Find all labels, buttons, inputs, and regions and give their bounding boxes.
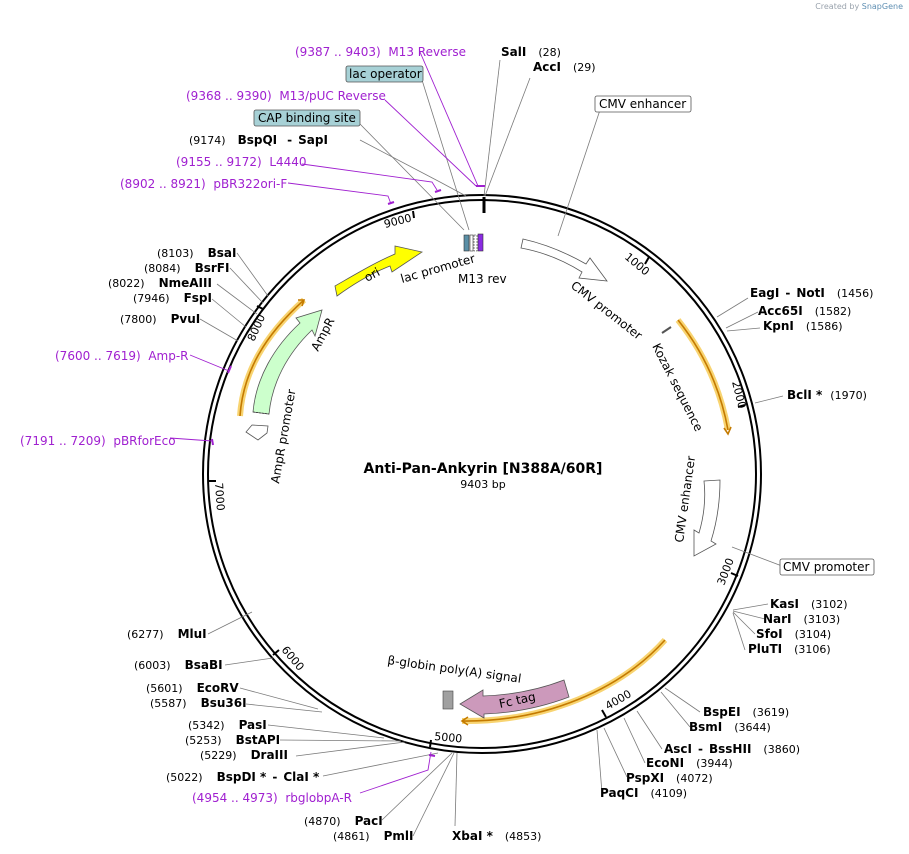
site-fspi[interactable]: (7946)FspI <box>133 291 212 305</box>
primer-marks <box>211 185 485 757</box>
cmv-promoter-feature-label: CMV promoter <box>568 278 645 342</box>
tick-8000: 8000 <box>245 312 268 343</box>
kozak-label: Kozak sequence <box>649 341 705 434</box>
site-bsabi[interactable]: (6003)BsaBI <box>134 658 223 672</box>
site-pspxi[interactable]: PspXI(4072) <box>626 771 713 785</box>
site-acci[interactable]: AccI(29) <box>533 60 596 74</box>
site-pvui[interactable]: (7800)PvuI <box>120 312 200 326</box>
site-draiii[interactable]: (5229)DraIII <box>200 748 288 762</box>
primer-lines <box>169 51 479 794</box>
lac-operator-label: lac operator <box>349 67 422 81</box>
site-ecorv[interactable]: (5601)EcoRV <box>146 681 239 695</box>
site-paqci[interactable]: PaqCI(4109) <box>600 786 687 800</box>
site-mlui[interactable]: (6277)MluI <box>127 627 207 641</box>
credit-brand: SnapGene <box>861 2 903 11</box>
site-kasi[interactable]: KasI(3102) <box>770 597 848 611</box>
site-bspei[interactable]: BspEI(3619) <box>703 705 789 719</box>
primer-labels: (9387 .. 9403) M13 Reverse (9368 .. 9390… <box>20 45 466 805</box>
site-eagi-noti[interactable]: EagI-NotI(1456) <box>750 286 873 300</box>
site-pmli[interactable]: (4861)PmlI <box>333 829 413 843</box>
site-lines <box>199 59 784 837</box>
orf-bottom <box>460 637 668 726</box>
ampr-promoter-label: AmpR promoter <box>268 388 298 484</box>
site-sfoi[interactable]: SfoI(3104) <box>756 627 831 641</box>
credit-prefix: Created by <box>815 2 860 11</box>
cmv-promoter-box-label: CMV promoter <box>783 560 870 574</box>
cmv-enhancer-box-label: CMV enhancer <box>599 97 686 111</box>
primer-amp-r: (7600 .. 7619) Amp-R <box>55 349 189 363</box>
site-econi[interactable]: EcoNI(3944) <box>646 756 733 770</box>
site-bsai[interactable]: (8103)BsaI <box>157 246 236 260</box>
feature-ori[interactable]: ori <box>334 245 424 297</box>
tick-9000: 9000 <box>383 212 413 231</box>
primer-rbglobpa-r: (4954 .. 4973) rbglobpA-R <box>192 791 352 805</box>
snapgene-credit: Created by SnapGene <box>815 2 903 11</box>
feature-fc-tag[interactable]: Fc tag <box>459 679 570 719</box>
primer-l4440: (9155 .. 9172) L4440 <box>176 155 307 169</box>
box-cap-site[interactable]: CAP binding site <box>253 109 361 127</box>
plasmid-name: Anti-Pan-Ankyrin [N388A/60R] <box>364 461 603 477</box>
m13-rev-label: M13 rev <box>458 272 507 286</box>
orf-left <box>237 297 307 417</box>
box-lac-operator[interactable]: lac operator <box>345 65 424 83</box>
site-kpni[interactable]: KpnI(1586) <box>763 319 842 333</box>
site-bsrfi[interactable]: (8084)BsrFI <box>144 261 229 275</box>
site-bcli[interactable]: BclI *(1970) <box>787 388 867 402</box>
tick-5000: 5000 <box>434 730 463 745</box>
backbone <box>202 194 762 754</box>
site-asci-bsshii[interactable]: AscI-BssHII(3860) <box>664 742 800 756</box>
site-xbai[interactable]: XbaI *(4853) <box>452 829 541 843</box>
site-labels: SalI(28) AccI(29) EagI-NotI(1456) Acc65I… <box>108 45 873 843</box>
plasmid-length: 9403 bp <box>460 478 505 491</box>
tick-4000: 4000 <box>603 687 634 712</box>
primer-pbrforeco: (7191 .. 7209) pBRforEco <box>20 434 176 448</box>
primer-m13-puc-reverse: (9368 .. 9390) M13/pUC Reverse <box>186 89 386 103</box>
feature-lac-cluster[interactable]: lac promoter M13 rev <box>399 233 507 286</box>
site-pluti[interactable]: PluTI(3106) <box>748 642 831 656</box>
beta-globin-label: β-globin poly(A) signal <box>387 653 523 686</box>
site-sali[interactable]: SalI(28) <box>501 45 561 59</box>
primer-pbr322ori-f: (8902 .. 8921) pBR322ori-F <box>120 177 287 191</box>
site-nari[interactable]: NarI(3103) <box>763 612 840 626</box>
box-cmv-promoter[interactable]: CMV promoter <box>779 558 875 576</box>
site-bsmi[interactable]: BsmI(3644) <box>689 720 771 734</box>
site-pasi[interactable]: (5342)PasI <box>188 718 267 732</box>
site-bsu36i[interactable]: (5587)Bsu36I <box>150 696 247 710</box>
ori-label: ori <box>362 265 382 285</box>
site-acc65i[interactable]: Acc65I(1582) <box>758 304 851 318</box>
site-nmeaiii[interactable]: (8022)NmeAIII <box>108 276 212 290</box>
box-cmv-enhancer[interactable]: CMV enhancer <box>594 95 692 113</box>
feature-cmv-enhancer[interactable]: CMV enhancer <box>672 455 721 557</box>
orf-right <box>675 318 732 436</box>
site-paci[interactable]: (4870)PacI <box>304 814 383 828</box>
site-bspdi-clai[interactable]: (5022)BspDI *-ClaI * <box>166 770 320 784</box>
tick-7000: 7000 <box>212 482 227 511</box>
site-bspqi-sapi[interactable]: (9174)BspQI-SapI <box>189 133 328 147</box>
primer-m13-reverse: (9387 .. 9403) M13 Reverse <box>295 45 466 59</box>
cap-site-label: CAP binding site <box>258 111 356 125</box>
site-bstapi[interactable]: (5253)BstAPI <box>185 733 280 747</box>
